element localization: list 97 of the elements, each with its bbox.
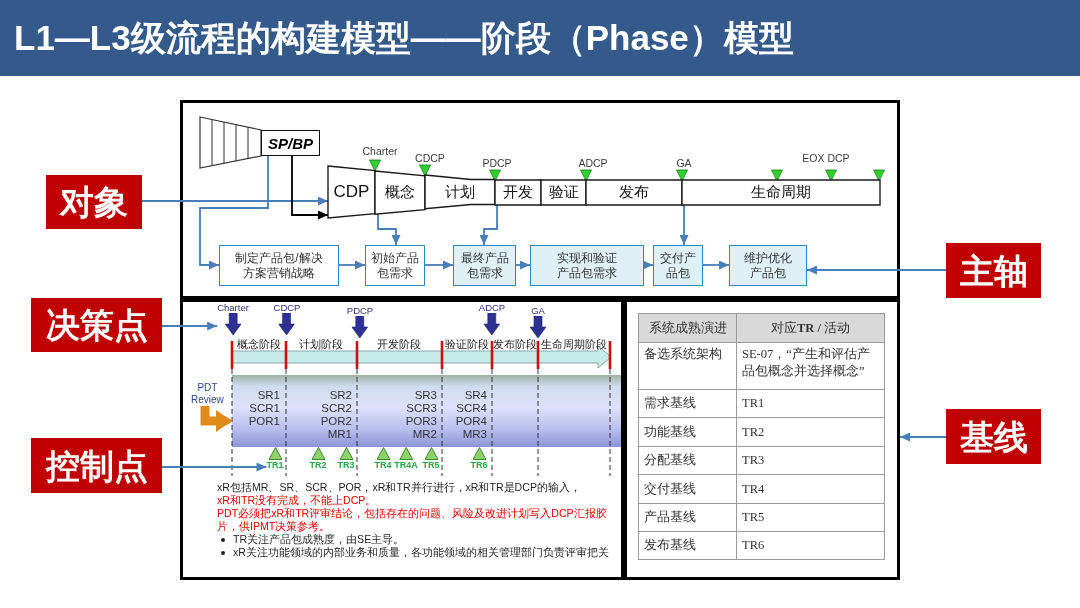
process-box: SP/BP (261, 130, 320, 156)
header-cell: 系统成熟演进 (638, 313, 737, 343)
arrow (643, 260, 654, 270)
arrow (806, 265, 947, 275)
phase-name: 验证 (548, 184, 579, 201)
note-text: xR包括MR、SR、SCR、POR，xR和TR并行进行，xR和TR是DCP的输入， (217, 481, 581, 494)
phase-label: 验证阶段 (445, 338, 489, 350)
block-arrow (200, 406, 232, 429)
table-cell: 发布基线 (638, 531, 737, 560)
table-cell: 功能基线 (638, 417, 737, 447)
slide-title: L1—L3级流程的构建模型——阶段（Phase）模型 (14, 17, 794, 59)
process-box: 制定产品包/解决方案营销战略 (219, 245, 339, 286)
callout-tag: 基线 (946, 409, 1041, 464)
control-point-label: TR1 (266, 460, 284, 470)
phase-segment (425, 175, 495, 210)
phase-segment (586, 180, 682, 205)
process-box: 实现和验证产品包需求 (530, 245, 644, 286)
phase-label: 生命周期阶段 (541, 338, 607, 350)
header-cell: 对应TR / 活动 (736, 313, 885, 343)
arrow (161, 462, 268, 472)
control-point-label: TR4A (394, 460, 418, 470)
arrow (899, 432, 947, 442)
process-box: 初始产品包需求 (365, 245, 425, 286)
note-text: xR关注功能领域的内部业务和质量，各功能领域的相关管理部门负责评审把关 (233, 546, 609, 559)
milestone-label: GA (676, 157, 692, 169)
phase-name: CDP (333, 182, 370, 202)
arrow (515, 260, 531, 270)
note-text: TR关注产品包成熟度，由SE主导。 (233, 533, 405, 546)
control-point-label: TR3 (337, 460, 355, 470)
milestone-label: Charter (217, 302, 249, 313)
phase-segment (682, 180, 880, 205)
arrow (679, 204, 689, 246)
table-cell: TR2 (736, 417, 885, 447)
milestone-label: PDCP (482, 157, 512, 169)
control-point-label: TR2 (309, 460, 327, 470)
callout-tag: 决策点 (31, 298, 162, 352)
table-cell: TR3 (736, 446, 885, 475)
review-band (232, 375, 621, 447)
review-label: PDT Review (191, 382, 224, 406)
table-cell: 需求基线 (638, 389, 737, 418)
table-cell: TR6 (736, 531, 885, 560)
milestone-label: CDCP (273, 302, 301, 313)
process-box: 交付产品包 (653, 245, 703, 286)
table-cell: 交付基线 (638, 474, 737, 504)
table-cell: 备选系统架构 (638, 342, 737, 390)
review-list: SR4 SCR4 POR4 MR3 (455, 389, 487, 441)
arrow (291, 155, 329, 220)
phase-name: 概念 (385, 183, 415, 201)
callout-tag: 主轴 (946, 243, 1041, 298)
process-box: 最终产品包需求 (453, 245, 516, 286)
arrow (479, 204, 498, 246)
phase-label: 概念阶段 (237, 338, 281, 350)
arrow (424, 260, 454, 270)
milestone-label: EOX DCP (802, 152, 850, 164)
process-box: 维护优化产品包 (729, 245, 807, 286)
phase-segment (541, 180, 586, 205)
milestone-label: ADCP (478, 302, 506, 313)
arrow (702, 260, 730, 270)
panel-frame (624, 299, 900, 580)
table-cell: TR1 (736, 389, 885, 418)
phase-segment (328, 166, 375, 218)
milestone-label: ADCP (578, 157, 608, 169)
arrow (199, 155, 269, 270)
panel-frame (180, 299, 624, 580)
table-cell: TR5 (736, 503, 885, 532)
phase-name: 开发 (503, 184, 533, 201)
arrow (338, 260, 366, 270)
warning-text: PDT必须把xR和TR评审结论，包括存在的问题、风险及改进计划写入DCP汇报胶片，供IPMT决策参考。 (217, 507, 608, 533)
phase-segment (495, 180, 541, 205)
panel-frame (180, 100, 900, 299)
review-list: SR3 SCR3 POR3 MR2 (405, 389, 437, 441)
table-cell: TR4 (736, 474, 885, 504)
phase-segment (375, 170, 425, 214)
milestone-label: PDCP (346, 305, 374, 316)
phase-name: 生命周期 (751, 184, 811, 201)
control-point-label: TR5 (422, 460, 440, 470)
callout-tag: 控制点 (31, 438, 162, 493)
phase-name: 计划 (445, 184, 475, 201)
arrow (141, 196, 329, 206)
arrow (161, 321, 219, 331)
control-point-label: TR6 (470, 460, 488, 470)
table-cell: SE-07，“产生和评估产品包概念并选择概念” (736, 342, 885, 390)
review-list: SR2 SCR2 POR2 MR1 (320, 389, 352, 441)
table-cell: 产品基线 (638, 503, 737, 532)
phase-label: 发布阶段 (493, 338, 537, 350)
callout-tag: 对象 (46, 175, 142, 229)
milestone-label: GA (531, 305, 545, 316)
milestone-label: CDCP (415, 152, 445, 164)
control-point-label: TR4 (374, 460, 392, 470)
phase-name: 发布 (619, 184, 649, 201)
milestone-label: Charter (362, 145, 398, 157)
table-cell: 分配基线 (638, 446, 737, 475)
warning-text: xR和TR没有完成，不能上DCP。 (217, 494, 377, 507)
arrow (377, 212, 401, 246)
phase-label: 计划阶段 (299, 338, 343, 350)
review-list: SR1 SCR1 POR1 (248, 389, 280, 428)
phase-label: 开发阶段 (377, 338, 421, 350)
